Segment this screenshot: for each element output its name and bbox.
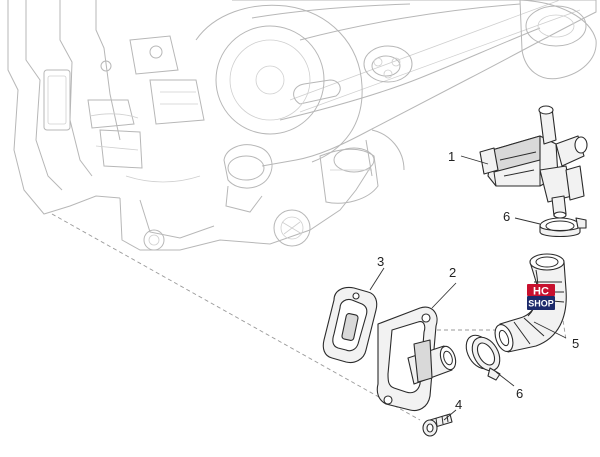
logo-text-hc: HC <box>533 286 549 298</box>
callout-1: 1 <box>448 149 455 164</box>
part-1-valve <box>479 105 588 219</box>
callout-6-upper: 6 <box>503 209 510 224</box>
part-3-gasket <box>322 286 378 364</box>
logo-bottom-band <box>527 296 555 310</box>
part-2-fitting <box>376 306 457 412</box>
part-6-clamp-upper <box>539 217 587 238</box>
part-6-clamp-lower <box>465 334 501 381</box>
callout-2: 2 <box>449 265 456 280</box>
logo-text-shop: SHOP <box>528 299 554 309</box>
callout-5: 5 <box>572 336 579 351</box>
engine-ghost-outline <box>7 0 597 251</box>
callout-3: 3 <box>377 254 384 269</box>
callout-leader-lines <box>369 155 567 421</box>
callout-4: 4 <box>455 397 462 412</box>
assembly-guide-lines <box>51 213 567 421</box>
hc-shop-logo: HC SHOP <box>527 284 555 310</box>
callout-numbers: 1 2 3 4 5 6 6 <box>377 149 579 412</box>
logo-top-band <box>527 284 555 296</box>
callout-6-lower: 6 <box>516 386 523 401</box>
